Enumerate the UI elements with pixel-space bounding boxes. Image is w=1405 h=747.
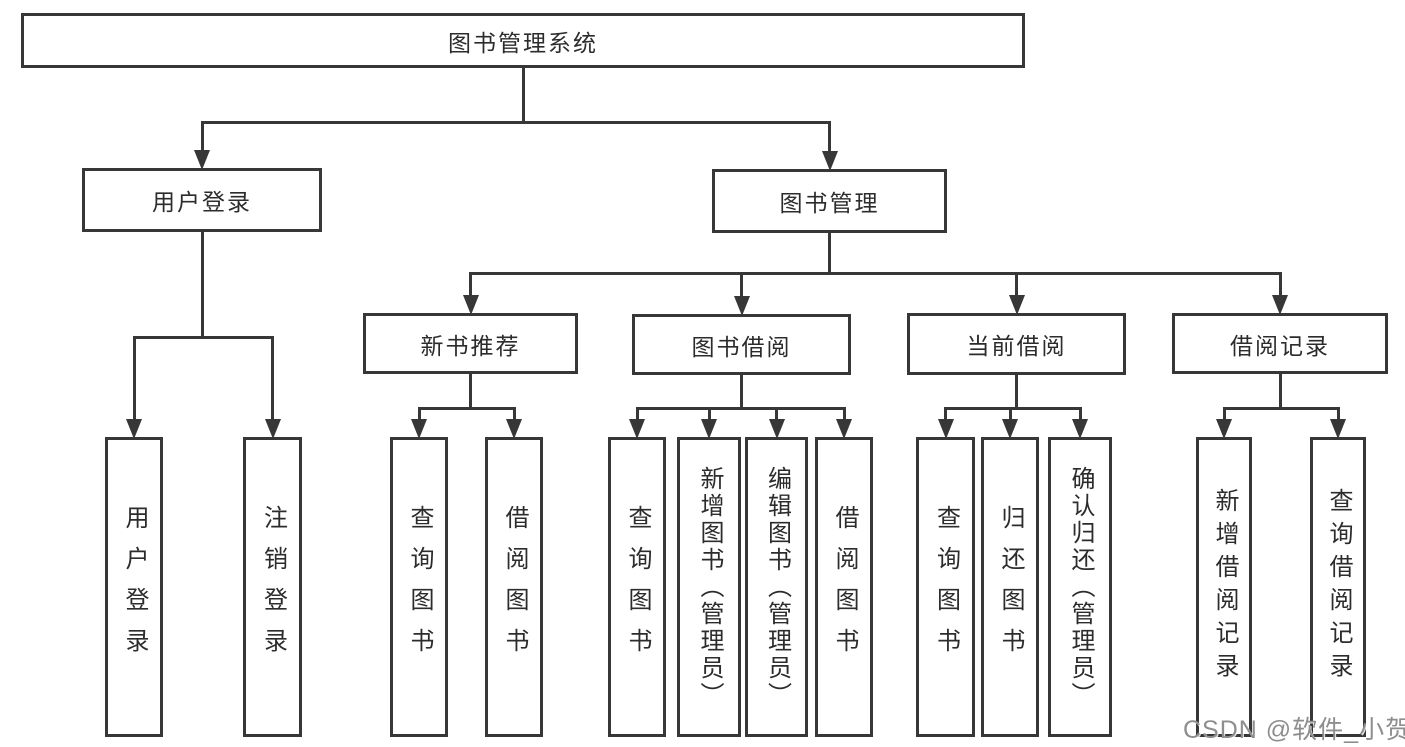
node-current-borrow: 当前借阅 [907,313,1126,375]
arrow-head-icon [1330,419,1346,439]
node-label-current-borrow: 当前借阅 [966,333,1067,359]
node-cur-return: 归还图书 [981,437,1039,737]
arrow-head-icon [126,419,142,439]
node-label-user-login: 用户登录 [152,189,252,215]
connector-line [1278,373,1282,410]
node-label-login-logout: 注销登录 [259,505,287,669]
connector-line [740,273,743,296]
connector-line [828,232,831,275]
connector-line [828,122,831,151]
arrow-head-icon [836,419,852,439]
connector-line [707,408,711,419]
connector-line [1222,408,1226,419]
node-label-cur-confirm: 确认归还（管理员） [1067,465,1094,709]
connector-line [1336,408,1340,419]
node-label-nb-borrow: 借阅图书 [501,505,528,669]
connector-line [944,406,1082,410]
arrow-head-icon [264,419,281,439]
arrow-head-icon [629,419,645,439]
csdn-watermark: CSDN @软件_小贺同学 [1183,716,1405,744]
connector-line [1015,374,1018,410]
connector-line [469,273,472,295]
connector-line [944,408,947,419]
node-bw-borrow: 借阅图书 [815,437,873,737]
node-label-new-book-rec: 新书推荐 [420,332,521,359]
connector-line [132,335,274,339]
node-bw-edit: 编辑图书（管理员） [745,437,808,737]
node-label-login-user: 用户登录 [121,505,148,669]
node-login-user: 用户登录 [105,437,163,737]
arrow-head-icon [194,150,210,170]
node-label-rec-query: 查询借阅记录 [1325,488,1352,686]
node-cur-confirm: 确认归还（管理员） [1048,437,1112,737]
node-nb-query: 查询图书 [390,437,448,737]
node-rec-add: 新增借阅记录 [1196,437,1252,737]
node-bw-query: 查询图书 [608,437,666,737]
node-root: 图书管理系统 [21,13,1025,68]
arrow-head-icon [1008,295,1025,315]
arrow-head-icon [701,419,717,439]
connector-line [1078,408,1082,419]
connector-line [469,271,1282,275]
connector-line [469,373,472,410]
node-label-rec-add: 新增借阅记录 [1211,488,1238,686]
arrow-head-icon [768,419,785,439]
node-label-bw-borrow: 借阅图书 [831,505,858,669]
arrow-head-icon [506,419,522,439]
connector-line [417,408,421,419]
connector-line [512,408,516,419]
arrow-head-icon [733,296,750,316]
arrow-head-icon [1272,295,1288,315]
node-nb-borrow: 借阅图书 [485,437,543,737]
node-label-bw-query: 查询图书 [624,505,651,669]
connector-line [271,337,274,419]
node-cur-query: 查询图书 [916,437,975,737]
arrow-head-icon [411,419,427,439]
arrow-head-icon [462,295,479,315]
connector-line [842,408,846,419]
connector-line [200,122,204,150]
node-label-cur-return: 归还图书 [997,505,1024,669]
node-rec-query: 查询借阅记录 [1310,437,1366,737]
node-login-logout: 注销登录 [243,437,302,737]
connector-line [521,67,525,124]
arrow-head-icon [937,419,954,439]
connector-line [635,408,639,419]
arrow-head-icon [1002,419,1018,439]
node-label-book-borrow: 图书借阅 [691,333,792,360]
arrow-head-icon [1216,419,1232,439]
connector-line [1278,273,1282,295]
node-label-bw-add: 新增图书（管理员） [696,465,723,709]
arrow-head-icon [821,151,838,171]
node-bw-add: 新增图书（管理员） [677,437,741,737]
connector-line [1015,273,1018,295]
node-label-cur-query: 查询图书 [932,505,960,669]
connector-line [1222,406,1340,410]
connector-line [740,374,743,410]
connector-line [200,120,831,124]
connector-line [1008,408,1012,419]
node-label-borrow-records: 借阅记录 [1230,332,1330,359]
node-borrow-records: 借阅记录 [1172,313,1388,374]
node-label-bw-edit: 编辑图书（管理员） [763,465,791,709]
connector-line [200,231,204,339]
connector-line [775,408,778,419]
node-new-book-rec: 新书推荐 [363,313,578,374]
connector-line [635,406,846,410]
node-label-book-mgmt: 图书管理 [779,190,880,216]
node-book-borrow: 图书借阅 [632,314,851,375]
arrow-head-icon [1072,419,1088,439]
node-label-root: 图书管理系统 [448,29,598,56]
connector-line [132,337,136,419]
node-label-nb-query: 查询图书 [406,505,433,669]
node-user-login: 用户登录 [82,168,322,232]
connector-line [417,406,516,410]
node-book-mgmt: 图书管理 [712,169,947,233]
